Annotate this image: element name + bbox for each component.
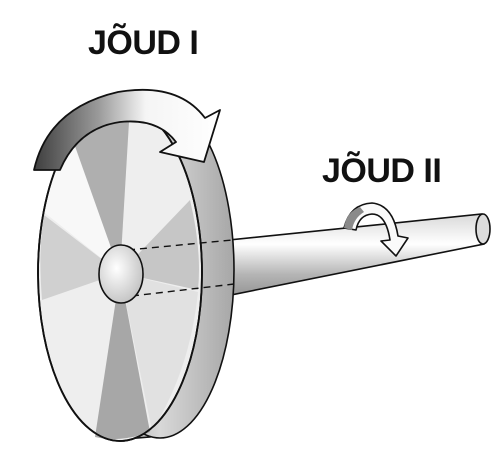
small-rotation-arrow-icon	[343, 202, 409, 257]
force-one-label: JÕUD I	[88, 24, 199, 62]
large-rotation-arrow-icon	[33, 88, 221, 171]
wheel-hub	[98, 244, 144, 304]
force-two-label: JÕUD II	[322, 152, 442, 190]
hidden-shaft-lines	[127, 239, 235, 297]
shaft	[199, 213, 491, 301]
wheel-face	[37, 104, 203, 442]
